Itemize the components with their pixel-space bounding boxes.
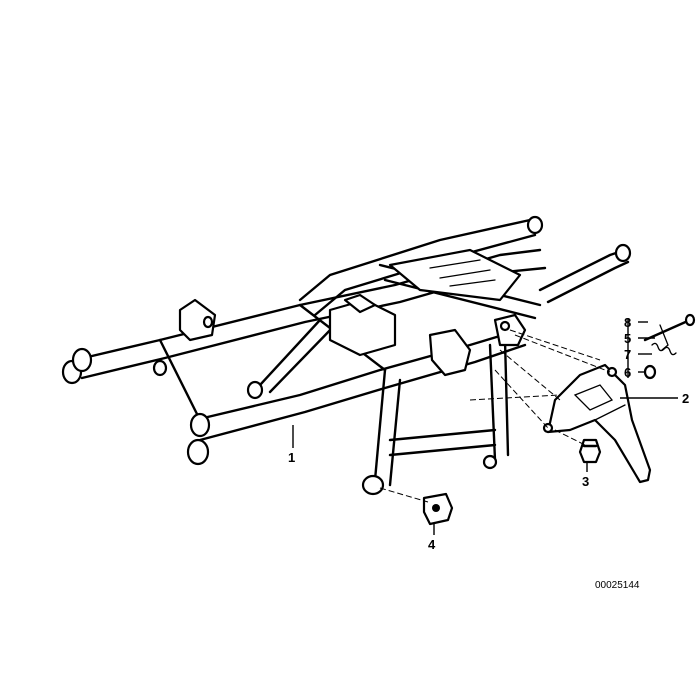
label-part-3: 3 xyxy=(582,474,589,489)
label-part-7: 7 xyxy=(624,347,631,362)
rear-frame[interactable] xyxy=(73,218,630,487)
bolt-part-3[interactable] xyxy=(578,438,602,464)
label-part-1: 1 xyxy=(288,450,295,465)
rail-end-eyes xyxy=(61,215,632,496)
clip-part-5[interactable] xyxy=(659,324,669,351)
spring-part-7[interactable] xyxy=(651,342,677,356)
label-part-6: 6 xyxy=(624,365,631,380)
stand-bracket[interactable] xyxy=(542,363,652,484)
assembly-lines xyxy=(379,329,611,503)
label-part-8: 8 xyxy=(624,315,631,330)
leader-lines xyxy=(292,318,678,535)
bolt-part-4[interactable] xyxy=(422,492,454,526)
label-part-4: 4 xyxy=(428,537,436,552)
pin-part-8[interactable] xyxy=(643,313,696,342)
label-part-5: 5 xyxy=(624,331,631,346)
diagram-code: 00025144 xyxy=(595,580,640,591)
washer-part-6[interactable] xyxy=(643,364,657,380)
label-part-2: 2 xyxy=(682,391,689,406)
